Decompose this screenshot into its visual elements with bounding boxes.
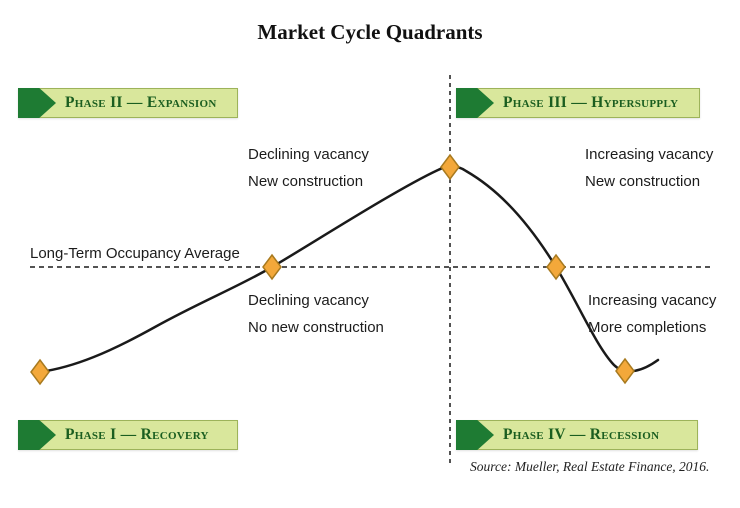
phase-marker-diamond-peak <box>440 153 460 181</box>
phase-marker-diamond-trough <box>615 357 635 385</box>
phase-banner-hypersupply: Phase III — Hypersupply <box>456 88 700 118</box>
phase-banner-recession: Phase IV — Recession <box>456 420 698 450</box>
annotation-hypersupply-upper: Increasing vacancy New construction <box>585 141 713 195</box>
annotation-recovery-lower: Declining vacancy No new construction <box>248 287 384 341</box>
phase-marker-diamond-hypersupply-crossing <box>546 253 566 281</box>
annotation-line: New construction <box>248 173 364 190</box>
market-cycle-curve <box>38 165 660 374</box>
annotation-line: No new construction <box>248 319 384 336</box>
annotation-line: More completions <box>588 319 707 336</box>
annotation-recession-lower: Increasing vacancy More completions <box>588 287 716 341</box>
occupancy-average-label: Long-Term Occupancy Average <box>30 245 244 262</box>
diagram-title: Market Cycle Quadrants <box>257 20 483 44</box>
source-citation: Source: Mueller, Real Estate Finance, 20… <box>470 459 710 474</box>
annotation-line: Increasing vacancy <box>585 146 714 163</box>
annotation-expansion-upper: Declining vacancy New construction <box>248 141 369 195</box>
annotation-line: Declining vacancy <box>248 146 369 163</box>
annotation-line: New construction <box>585 173 701 190</box>
annotation-line: Declining vacancy <box>248 292 369 309</box>
phase-expansion-label: Phase II — Expansion <box>65 94 217 111</box>
phase-recession-label: Phase IV — Recession <box>503 426 660 443</box>
phase-marker-diamond-recovery-start <box>30 358 50 386</box>
phase-hypersupply-label: Phase III — Hypersupply <box>503 94 679 111</box>
banner-arrow-icon <box>456 88 494 118</box>
phase-recovery-label: Phase I — Recovery <box>65 426 209 443</box>
phase-banner-recovery: Phase I — Recovery <box>18 420 238 450</box>
banner-arrow-icon <box>456 420 494 450</box>
banner-arrow-icon <box>18 88 56 118</box>
phase-banner-expansion: Phase II — Expansion <box>18 88 238 118</box>
phase-marker-diamond-expansion-crossing <box>262 253 282 281</box>
annotation-line: Increasing vacancy <box>588 292 717 309</box>
banner-arrow-icon <box>18 420 56 450</box>
